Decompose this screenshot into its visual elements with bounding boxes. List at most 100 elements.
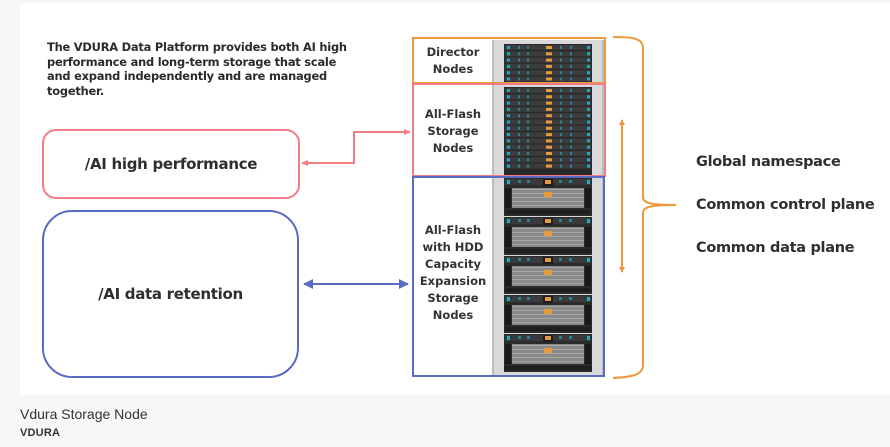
benefit-common-data-plane: Common data plane [696, 240, 855, 256]
status-led [507, 336, 510, 340]
side-rail [585, 227, 591, 247]
drive-bay [570, 114, 572, 118]
drive-bay [518, 52, 520, 56]
drive-bay [527, 336, 530, 339]
drive-bay [569, 258, 572, 261]
drive-bay [527, 95, 529, 99]
drive-bay [570, 95, 572, 99]
drive-bay [518, 152, 520, 155]
drawer-line [512, 353, 584, 354]
use-case-ai-data-retention: /AI data retention [42, 210, 299, 378]
status-led [587, 107, 590, 111]
drive-bay [527, 52, 529, 56]
drawer-line [512, 240, 584, 241]
drive-bay [560, 71, 562, 75]
intro-text: The VDURA Data Platform provides both AI… [47, 40, 347, 98]
status-led [507, 152, 510, 155]
drive-bay [527, 158, 529, 162]
drive-bay [560, 120, 562, 124]
drawer-line [512, 357, 584, 358]
drive-bay [518, 77, 520, 81]
drive-tag [546, 114, 552, 118]
drive-bay [569, 180, 572, 183]
status-led [507, 126, 510, 130]
director-node-block [504, 44, 592, 82]
tier-label-line: Expansion [419, 274, 487, 288]
status-led [507, 139, 510, 143]
tier-label-line: Director [426, 45, 480, 59]
drive-bay [518, 158, 520, 162]
side-rail [505, 266, 511, 286]
drive-tag [544, 231, 552, 236]
drive-bay [527, 152, 529, 155]
drive-tag [546, 126, 552, 130]
drawer-line [512, 283, 584, 284]
drive-bay [570, 164, 572, 168]
chassis-foot [505, 288, 591, 292]
drive-bay [527, 258, 530, 261]
status-led [507, 58, 510, 62]
drive-tag [546, 46, 552, 49]
side-rail [505, 344, 511, 364]
status-led [507, 52, 510, 56]
drive-bay [518, 64, 520, 68]
tier-label-line: Nodes [432, 141, 474, 155]
status-led [587, 258, 590, 262]
drive-bay [527, 77, 529, 81]
use-case-ai-high-performance: /AI high performance [42, 129, 300, 199]
drive-tag [546, 152, 552, 155]
tier-label-line: Nodes [432, 308, 474, 322]
drive-bay [560, 77, 562, 81]
drive-bay [570, 158, 572, 162]
drive-tag [544, 348, 552, 353]
drive-bay [527, 107, 529, 111]
drive-bay [518, 180, 521, 183]
drive-bay [518, 107, 520, 111]
drawer-line [512, 314, 584, 315]
drawer-line [512, 275, 584, 276]
drive-bay [560, 139, 562, 143]
drive-bay [518, 58, 520, 62]
tier-label-line: All-Flash [424, 107, 482, 121]
status-led [507, 120, 510, 124]
status-led [587, 114, 590, 118]
drive-tag [545, 297, 551, 301]
status-led [587, 64, 590, 68]
status-led [507, 89, 510, 92]
side-rail [505, 305, 511, 325]
status-led [587, 120, 590, 124]
status-led [587, 219, 590, 223]
side-rail [585, 266, 591, 286]
drive-bay [518, 164, 520, 168]
status-led [587, 58, 590, 62]
drive-bay [570, 89, 572, 92]
tier-label-line: with HDD [422, 240, 484, 254]
drive-bay [570, 107, 572, 111]
status-led [587, 145, 590, 149]
drive-bay [527, 101, 529, 105]
image-caption: Vdura Storage Node [20, 406, 148, 422]
status-led [507, 258, 510, 262]
drive-bay [518, 219, 521, 222]
tier-label-director: Director Nodes [414, 44, 492, 78]
status-led [507, 297, 510, 301]
drive-tag [544, 309, 552, 314]
drive-bay [527, 120, 529, 124]
drive-bay [527, 180, 530, 183]
drive-bay [570, 126, 572, 130]
status-led [507, 114, 510, 118]
drive-bay [527, 133, 529, 137]
drive-bay [560, 164, 562, 168]
drawer-line [512, 361, 584, 362]
drive-bay [560, 158, 562, 162]
drive-bay [560, 145, 562, 149]
side-rail [585, 305, 591, 325]
drive-tag [546, 71, 552, 75]
drawer-line [512, 267, 584, 268]
drive-bay [518, 297, 521, 300]
drawer-line [512, 236, 584, 237]
drawer-line [512, 306, 584, 307]
drive-bay [518, 71, 520, 75]
status-led [507, 64, 510, 68]
benefit-common-control-plane: Common control plane [696, 197, 875, 213]
